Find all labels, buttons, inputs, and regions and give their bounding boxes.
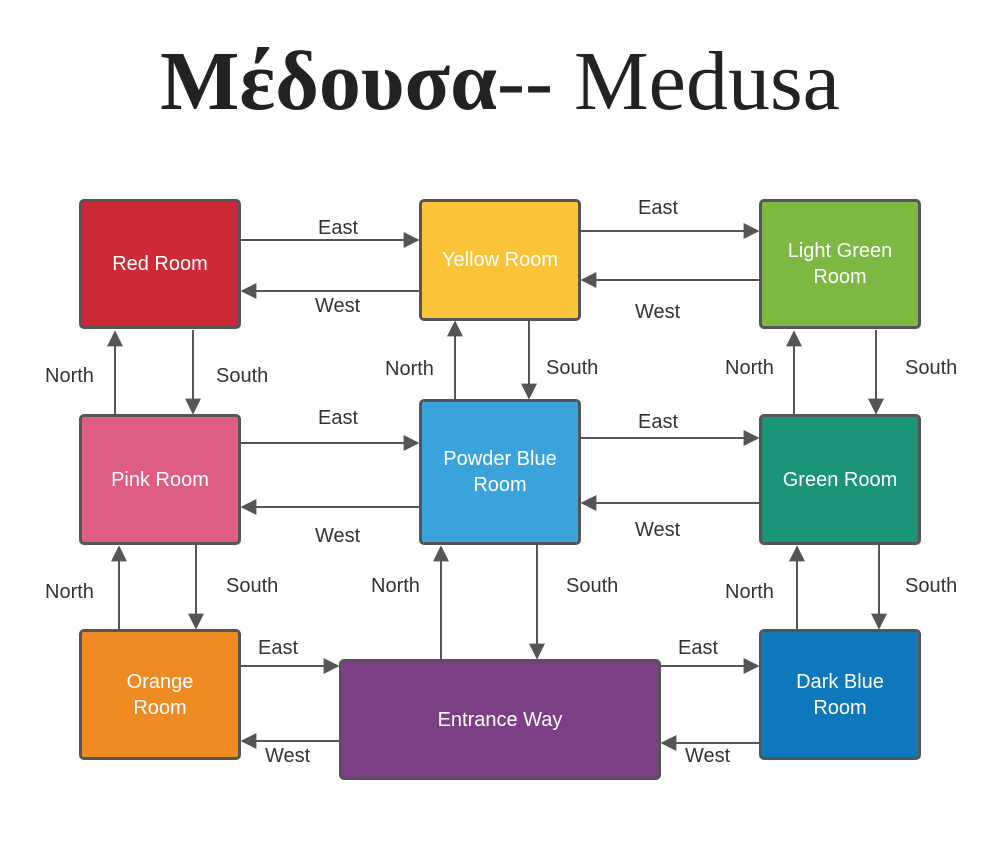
label-west: West [635, 519, 681, 541]
room-yellow: Yellow Room [419, 199, 581, 321]
label-north: North [385, 358, 434, 380]
label-north: North [725, 581, 774, 603]
label-north: North [725, 357, 774, 379]
room-label: Powder Blue Room [443, 448, 557, 496]
label-east: East [638, 197, 679, 219]
room-label: Yellow Room [442, 249, 558, 271]
label-north: North [45, 365, 94, 387]
room-label: Red Room [112, 253, 208, 275]
room-pink: Pink Room [79, 414, 241, 545]
room-orange: Orange Room [79, 629, 241, 760]
room-label: Green Room [782, 468, 898, 491]
label-west: West [685, 745, 731, 767]
label-south: South [905, 575, 958, 597]
room-label: Pink Room [111, 468, 209, 491]
label-south: South [546, 357, 599, 379]
room-dark-blue: Dark Blue Room [759, 629, 921, 760]
page-title: Μέδουσα-- Medusa [0, 40, 1000, 124]
label-east: East [318, 217, 359, 239]
label-east: East [318, 407, 359, 429]
label-south: South [216, 365, 269, 387]
label-east: East [638, 411, 679, 433]
label-west: West [315, 525, 361, 547]
room-light-green: Light Green Room [759, 199, 921, 329]
label-east: East [258, 637, 299, 659]
room-label: Entrance Way [437, 708, 563, 731]
room-green: Green Room [759, 414, 921, 545]
room-label: Dark Blue Room [796, 670, 884, 719]
room-entrance-way: Entrance Way [339, 659, 661, 780]
room-label: Orange Room [126, 670, 194, 719]
label-west: West [635, 301, 681, 323]
title-english: -- Medusa [497, 35, 840, 128]
label-west: West [315, 295, 361, 317]
label-north: North [45, 581, 94, 603]
room-red: Red Room [79, 199, 241, 329]
label-south: South [905, 357, 958, 379]
label-west: West [265, 745, 311, 767]
title-greek: Μέδουσα [160, 35, 498, 128]
label-east: East [678, 637, 719, 659]
label-south: South [226, 575, 279, 597]
room-powder-blue: Powder Blue Room [419, 399, 581, 545]
label-south: South [566, 575, 619, 597]
label-north: North [371, 575, 420, 597]
room-label: Light Green Room [787, 240, 893, 288]
